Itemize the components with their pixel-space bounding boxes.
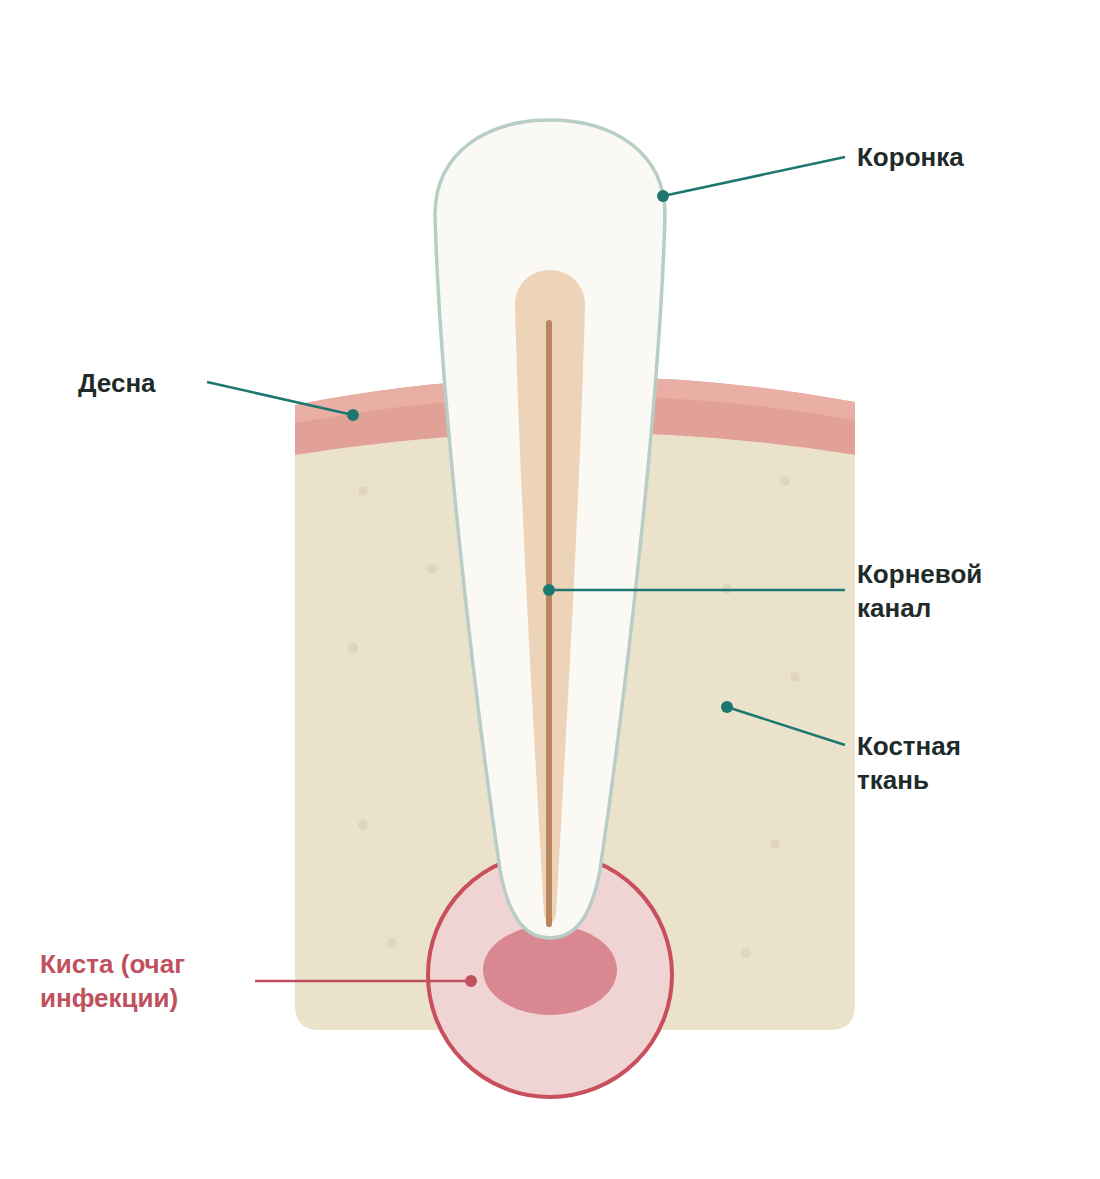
leader-dots (347, 190, 733, 713)
part-label: Коронка (857, 140, 1077, 174)
root-canal (546, 323, 552, 924)
leader-line (255, 980, 471, 983)
pulp (515, 270, 585, 924)
part-label: Десна (78, 366, 203, 400)
part-label: Костная ткань (857, 729, 1017, 797)
tooth (435, 120, 665, 938)
warning-label: Киста (очаг инфекции) (40, 947, 245, 1015)
leader-lines (207, 157, 845, 745)
part-label: Корневой канал (857, 557, 1032, 625)
leader-dot (465, 975, 477, 987)
